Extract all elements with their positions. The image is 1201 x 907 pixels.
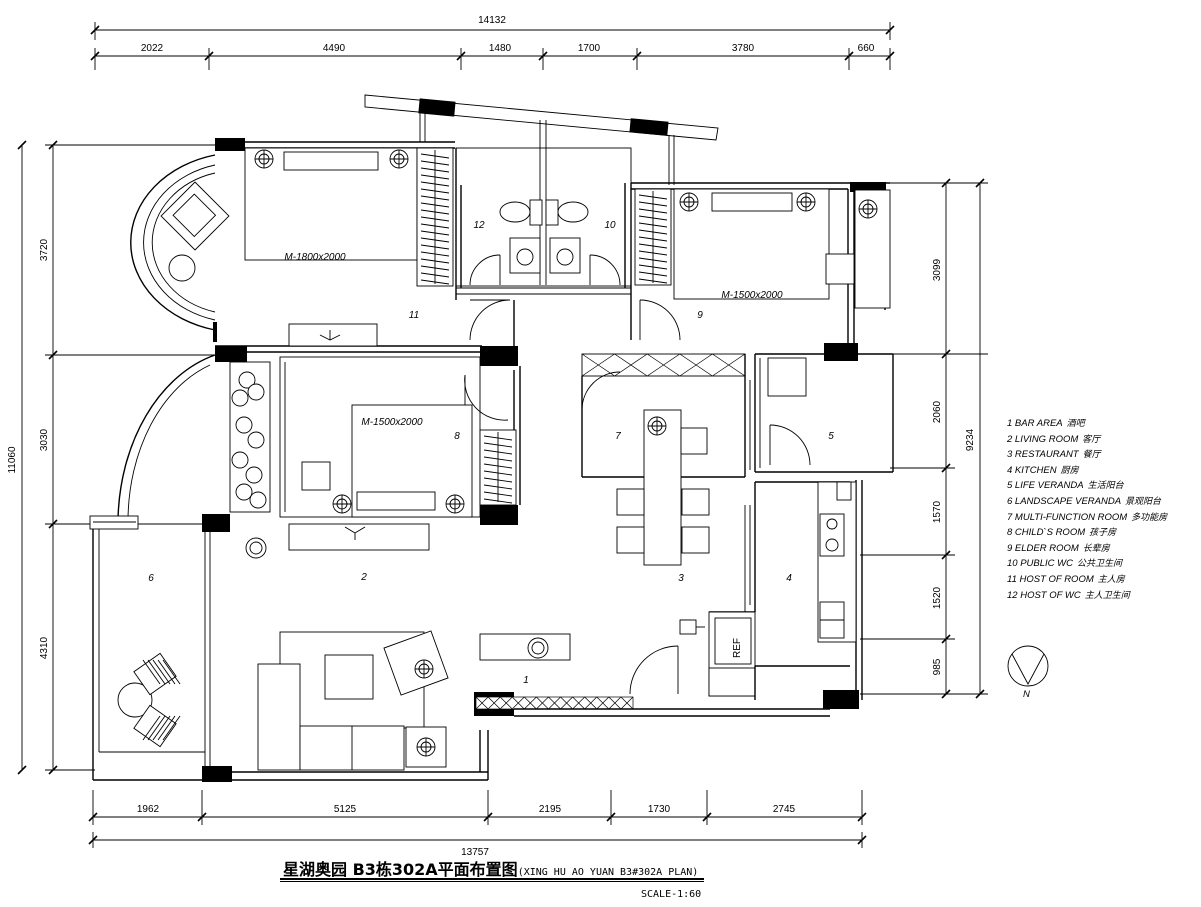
title-underline bbox=[280, 878, 704, 880]
legend-item-en: 7 MULTI-FUNCTION ROOM bbox=[1007, 511, 1128, 523]
right-dimensions: 9234 3099 2060 1570 1520 985 bbox=[860, 178, 988, 699]
north-label: N bbox=[1023, 689, 1030, 700]
legend-item-en: 10 PUBLIC WC bbox=[1007, 558, 1073, 570]
legend-item-en: 5 LIFE VERANDA bbox=[1007, 480, 1084, 492]
dim-left-1: 3720 bbox=[39, 238, 50, 261]
dim-right-5: 985 bbox=[932, 658, 943, 675]
dim-bottom-total: 13757 bbox=[461, 847, 489, 858]
walls bbox=[89, 94, 894, 782]
legend-item-cn: 厨房 bbox=[1060, 465, 1079, 476]
dim-top-6: 660 bbox=[858, 43, 875, 54]
dim-left-3: 4310 bbox=[39, 636, 50, 659]
room-12: 12 bbox=[473, 220, 485, 231]
legend-item-en: 6 LANDSCAPE VERANDA bbox=[1007, 495, 1122, 507]
room-labels: 1 2 3 4 5 6 7 8 9 10 11 12 bbox=[148, 220, 834, 686]
legend-item-cn: 客厅 bbox=[1082, 434, 1101, 445]
legend-item-en: 4 KITCHEN bbox=[1007, 464, 1057, 476]
scale-label: SCALE-1:60 bbox=[641, 889, 702, 900]
legend-item-cn: 生活阳台 bbox=[1087, 481, 1124, 492]
legend-item-en: 1 BAR AREA bbox=[1007, 418, 1063, 429]
dim-right-total: 9234 bbox=[965, 428, 976, 451]
dim-bottom-1: 1962 bbox=[137, 804, 160, 815]
legend-item-en: 11 HOST OF ROOM bbox=[1007, 573, 1094, 585]
dim-right-4: 1520 bbox=[932, 586, 943, 609]
legend-item-cn: 酒吧 bbox=[1066, 419, 1085, 429]
dim-bottom-5: 2745 bbox=[773, 804, 796, 815]
room-3: 3 bbox=[678, 573, 684, 584]
dim-right-3: 1570 bbox=[932, 500, 943, 523]
title-en: (XING HU AO YUAN B3#302A PLAN) bbox=[517, 867, 699, 878]
legend-item-cn: 长辈房 bbox=[1082, 543, 1110, 554]
fridge-label: REF bbox=[732, 638, 743, 658]
bed-label-2: M-1500x2000 bbox=[361, 417, 423, 428]
dim-top-4: 1700 bbox=[578, 43, 601, 54]
legend-item-cn: 公共卫生间 bbox=[1077, 559, 1123, 570]
dim-left-2: 3030 bbox=[39, 428, 50, 451]
legend-item-cn: 孩子房 bbox=[1089, 528, 1117, 539]
dim-right-1: 3099 bbox=[932, 258, 943, 281]
bed-label-1: M-1800x2000 bbox=[284, 252, 346, 263]
room-1: 1 bbox=[523, 675, 529, 686]
room-8: 8 bbox=[454, 431, 460, 442]
legend-item-en: 12 HOST OF WC bbox=[1007, 589, 1081, 601]
legend-item-en: 9 ELDER ROOM bbox=[1007, 542, 1079, 554]
doors bbox=[464, 254, 811, 695]
legend-item-cn: 主人卫生间 bbox=[1084, 590, 1130, 601]
legend-item-cn: 餐厅 bbox=[1082, 450, 1101, 461]
north-arrow: N bbox=[1007, 645, 1049, 700]
room-4: 4 bbox=[786, 573, 792, 584]
legend-item-cn: 主人房 bbox=[1097, 574, 1125, 585]
legend-item-en: 8 CHILD`S ROOM bbox=[1007, 527, 1086, 539]
dim-bottom-3: 2195 bbox=[539, 804, 562, 815]
dim-top-2: 4490 bbox=[323, 43, 346, 54]
dim-right-2: 2060 bbox=[932, 400, 943, 423]
room-6: 6 bbox=[148, 573, 154, 584]
room-7: 7 bbox=[615, 431, 621, 442]
legend-item-cn: 多功能房 bbox=[1131, 512, 1168, 523]
legend-item-cn: 景观阳台 bbox=[1125, 496, 1162, 507]
furniture: M-1800x2000 M-1500x2000 M-1500x2000 bbox=[117, 147, 878, 771]
dim-top-3: 1480 bbox=[489, 43, 512, 54]
left-dimensions: 11060 3720 3030 4310 bbox=[7, 140, 215, 775]
top-dimensions: 14132 2022 4490 1480 1700 3780 660 bbox=[90, 15, 895, 70]
legend-item-en: 2 LIVING ROOM bbox=[1007, 433, 1079, 445]
title-underline-thin bbox=[280, 881, 704, 882]
room-2: 2 bbox=[360, 572, 367, 583]
legend-item-en: 3 RESTAURANT bbox=[1007, 449, 1079, 461]
room-9: 9 bbox=[697, 310, 703, 321]
dim-bottom-2: 5125 bbox=[334, 804, 357, 815]
legend-item: 10 PUBLIC WC 公共卫生间 bbox=[1007, 556, 1197, 572]
dim-left-total: 11060 bbox=[7, 446, 18, 474]
drawing-title: 星湖奥园 B3栋302A平面布置图(XING HU AO YUAN B3#302… bbox=[283, 856, 698, 880]
dim-top-total: 14132 bbox=[478, 15, 506, 26]
dim-top-1: 2022 bbox=[141, 43, 164, 54]
dim-bottom-4: 1730 bbox=[648, 804, 671, 815]
room-5: 5 bbox=[828, 431, 834, 442]
dim-top-5: 3780 bbox=[732, 43, 755, 54]
bed-label-3: M-1500x2000 bbox=[721, 290, 783, 301]
bottom-dimensions: 1962 5125 2195 1730 2745 13757 bbox=[88, 790, 867, 858]
room-11: 11 bbox=[409, 310, 419, 321]
room-10: 10 bbox=[604, 220, 616, 231]
title-cn: 星湖奥园 B3栋302A平面布置图 bbox=[283, 860, 518, 879]
